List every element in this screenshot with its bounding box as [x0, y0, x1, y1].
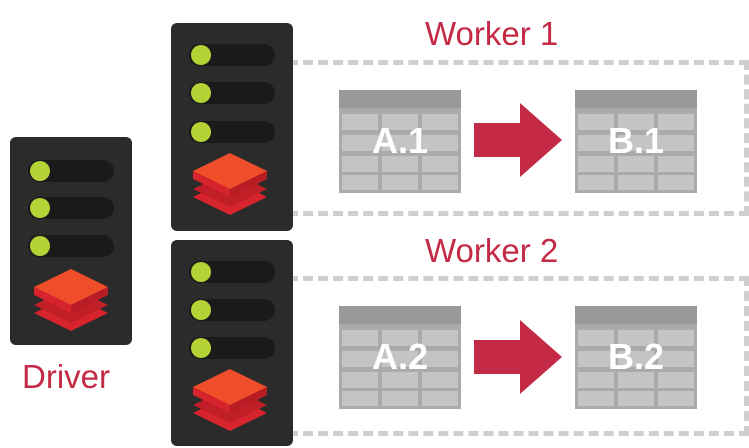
server-slot [189, 82, 275, 104]
table-icon [575, 90, 697, 193]
right-arrow-icon [474, 103, 562, 177]
led-indicator-icon [191, 45, 211, 65]
server-slot [189, 299, 275, 321]
server-slot [189, 44, 275, 66]
server-slot [28, 160, 114, 182]
server-slot [189, 261, 275, 283]
led-indicator-icon [191, 338, 211, 358]
worker-2-input-table: A.2 [339, 306, 461, 409]
worker-1-input-table: A.1 [339, 90, 461, 193]
stacked-layers-logo-icon [34, 269, 108, 331]
driver-label: Driver [22, 358, 110, 395]
stacked-layers-logo-icon [193, 153, 267, 215]
worker-2-server [171, 240, 293, 446]
worker-2-output-table-label: B.2 [607, 336, 665, 377]
led-indicator-icon [191, 262, 211, 282]
worker-1-output-table: B.1 [575, 90, 697, 193]
led-indicator-icon [191, 122, 211, 142]
right-arrow-icon [474, 320, 562, 394]
worker-2-frame [288, 276, 749, 436]
table-icon [339, 306, 461, 409]
led-indicator-icon [191, 83, 211, 103]
worker-1-output-table-label: B.1 [607, 120, 665, 161]
worker-1-label: Worker 1 [425, 15, 559, 52]
worker-1-server [171, 23, 293, 231]
worker-2-label: Worker 2 [425, 232, 559, 269]
led-indicator-icon [30, 198, 50, 218]
server-slot [28, 235, 114, 257]
worker-2-output-table: B.2 [575, 306, 697, 409]
server-slot [189, 337, 275, 359]
driver-server [10, 137, 132, 345]
server-slot [189, 121, 275, 143]
table-icon [339, 90, 461, 193]
led-indicator-icon [30, 161, 50, 181]
stacked-layers-logo-icon [193, 369, 267, 431]
led-indicator-icon [191, 300, 211, 320]
table-icon [575, 306, 697, 409]
led-indicator-icon [30, 236, 50, 256]
worker-2-input-table-label: A.2 [371, 336, 429, 377]
server-slot [28, 197, 114, 219]
worker-1-input-table-label: A.1 [371, 120, 429, 161]
worker-1-frame [288, 60, 749, 216]
